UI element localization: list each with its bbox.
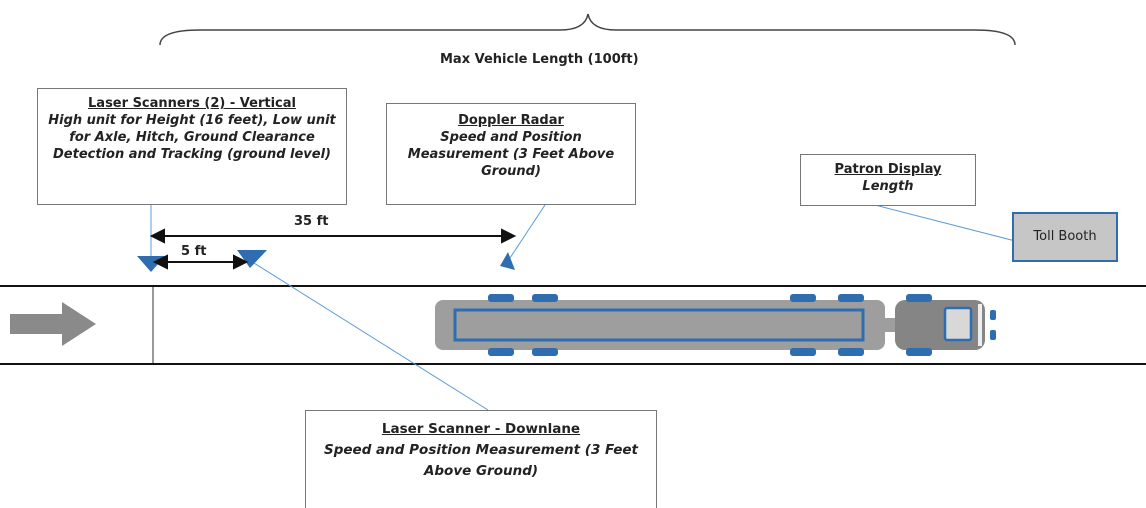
dimension-35ft-label: 35 ft (294, 214, 329, 229)
vertical-scanners-body: High unit for Height (16 feet), Low unit… (48, 113, 336, 162)
dimension-5ft-label: 5 ft (181, 244, 207, 259)
vehicle-length-brace (159, 13, 1016, 46)
truck-icon (435, 294, 996, 356)
downlane-scanner-body: Speed and Position Measurement (3 Feet A… (324, 442, 638, 479)
dimension-35ft (149, 228, 517, 244)
patron-display-heading: Patron Display (834, 162, 942, 177)
vertical-scanners-callout: Laser Scanners (2) - Vertical High unit … (37, 88, 347, 205)
dimension-5ft (152, 254, 249, 270)
doppler-radar-callout: Doppler Radar Speed and Position Measure… (386, 103, 636, 205)
patron-display-callout: Patron Display Length (800, 154, 976, 206)
leader-doppler (509, 204, 546, 259)
doppler-radar-icon (500, 252, 515, 270)
vertical-scanners-heading: Laser Scanners (2) - Vertical (88, 96, 296, 111)
toll-booth: Toll Booth (1012, 212, 1118, 262)
traffic-direction-arrow (10, 302, 96, 346)
doppler-radar-body: Speed and Position Measurement (3 Feet A… (407, 130, 615, 179)
doppler-radar-heading: Doppler Radar (458, 113, 564, 128)
downlane-scanner-heading: Laser Scanner - Downlane (381, 421, 581, 437)
vertical-scanner-2-icon (237, 250, 267, 268)
max-vehicle-length-label: Max Vehicle Length (100ft) (440, 52, 639, 67)
downlane-scanner-callout: Laser Scanner - Downlane Speed and Posit… (305, 410, 657, 508)
leader-downlane-scanner (253, 262, 489, 411)
patron-display-body: Length (862, 179, 914, 194)
